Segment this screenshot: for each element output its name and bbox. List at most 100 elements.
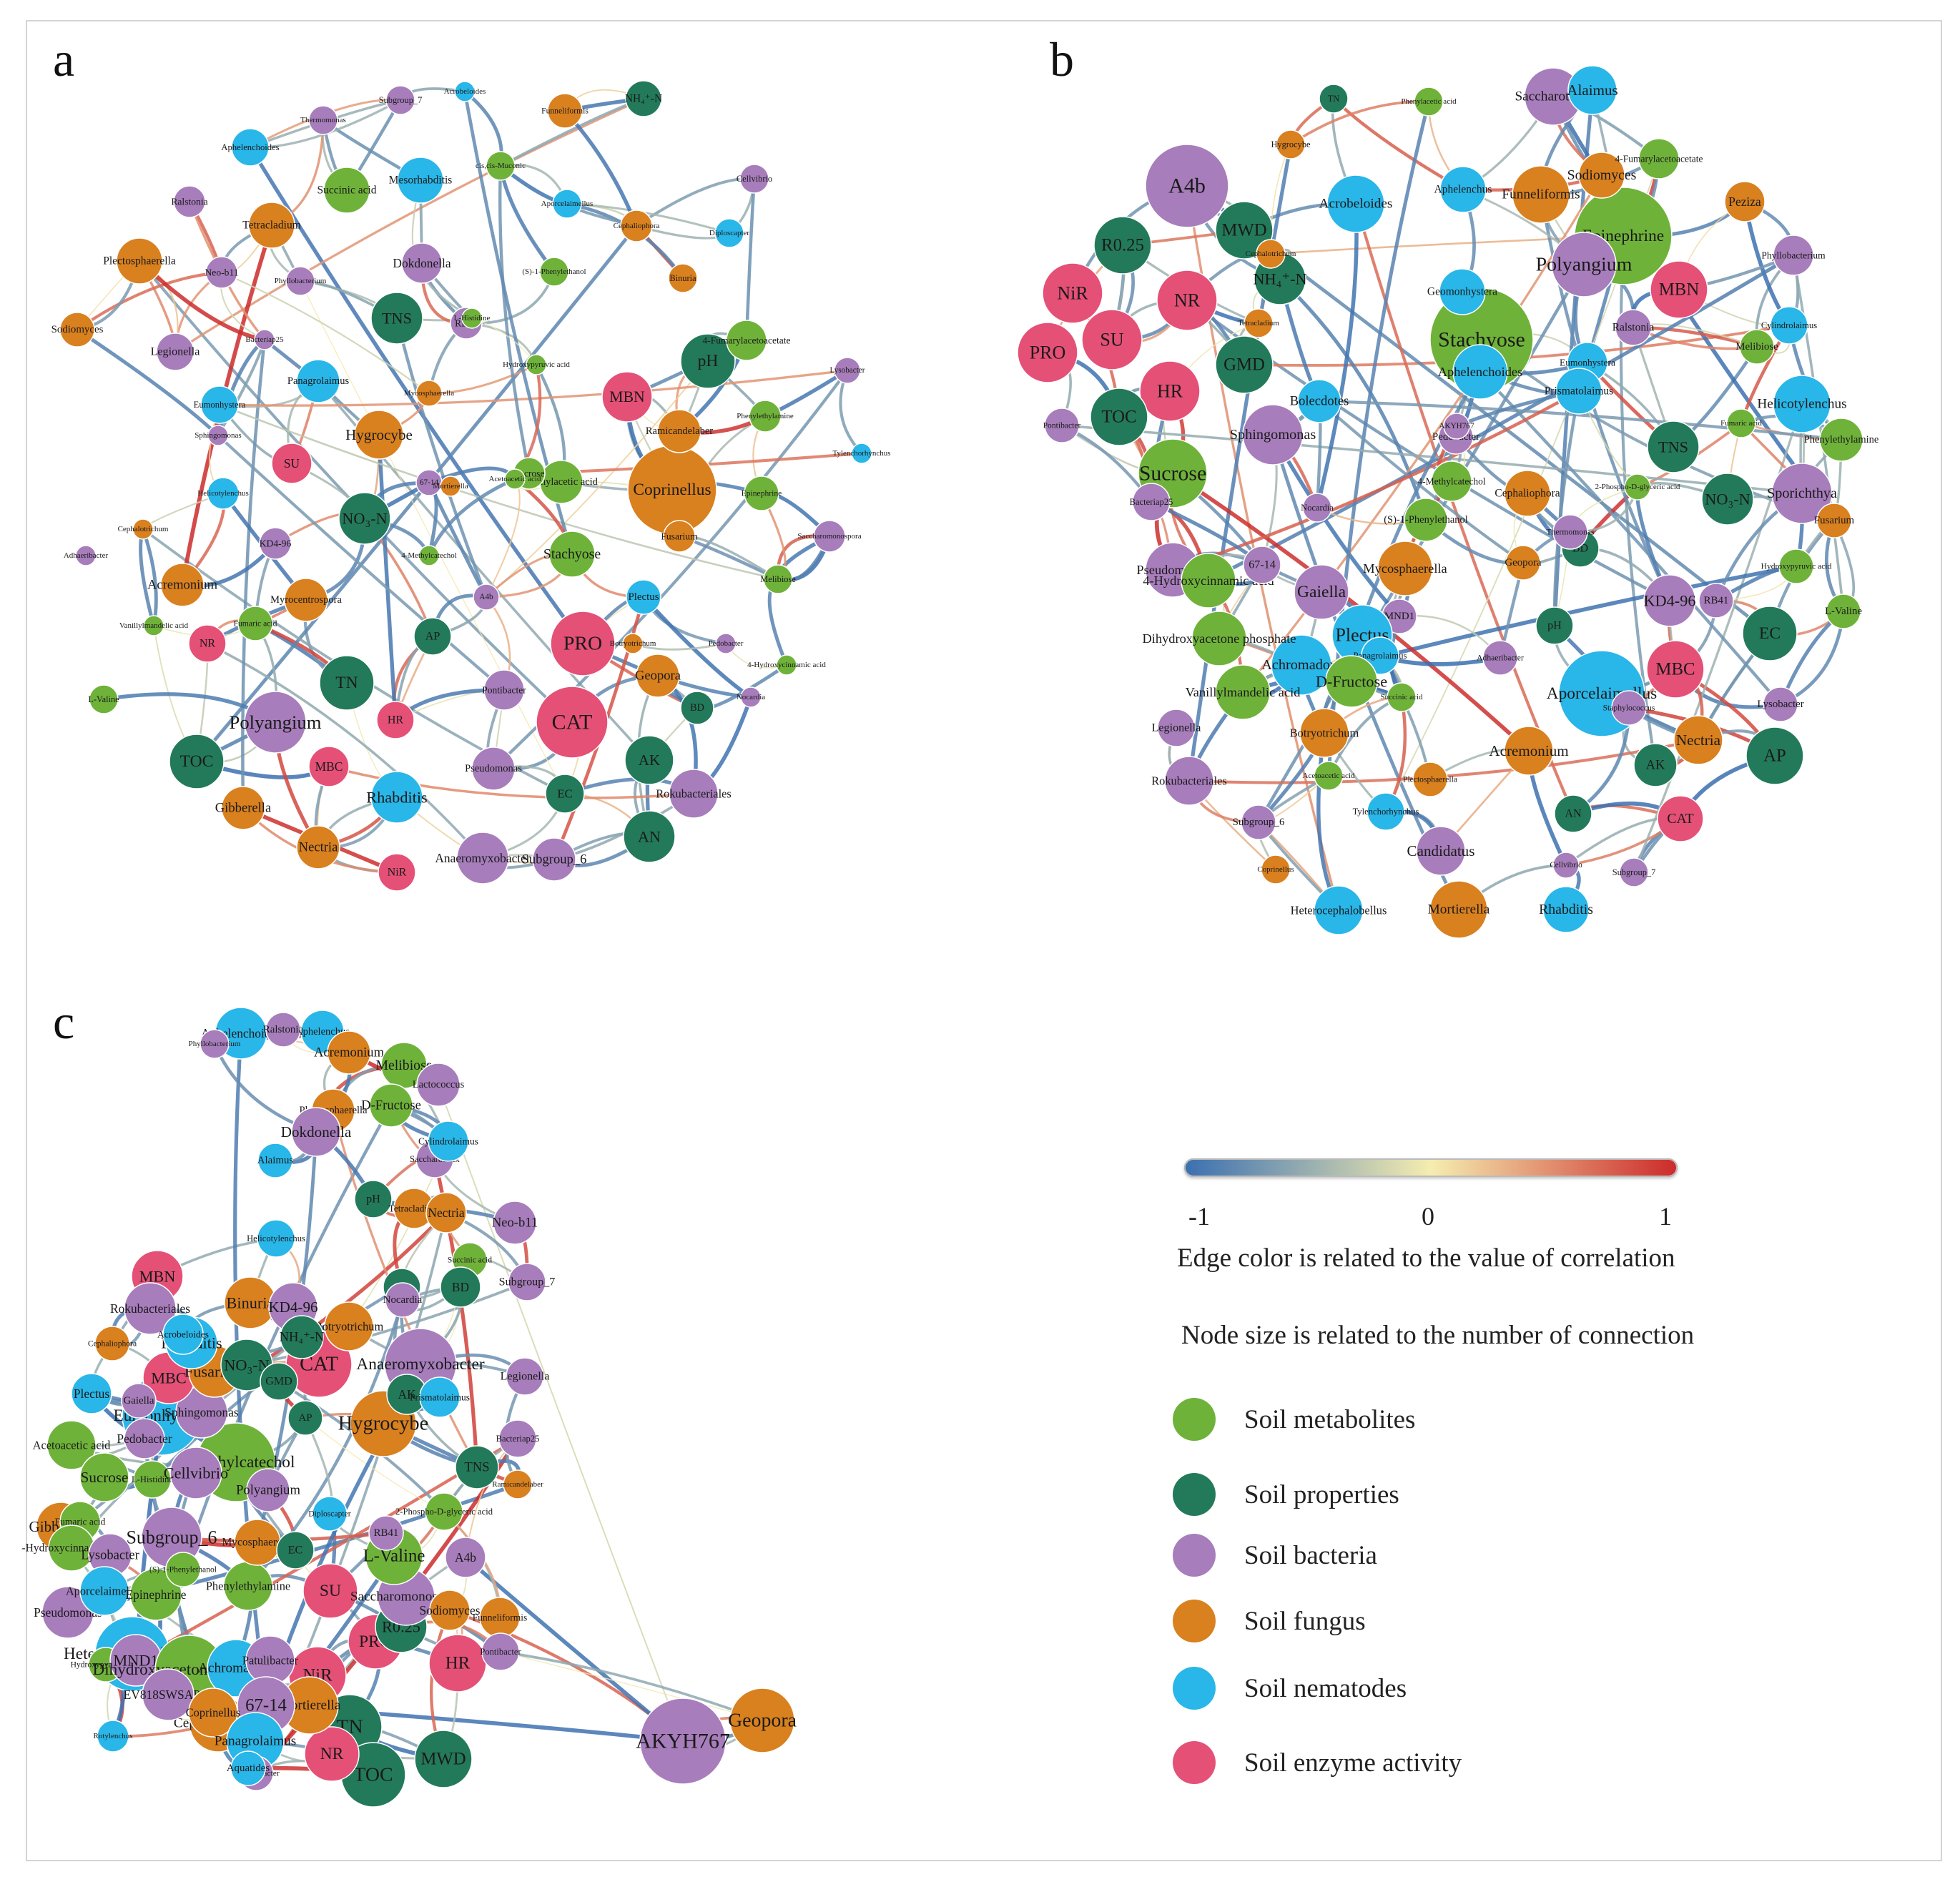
node-circle [1701, 473, 1754, 526]
node-label: Polyangium [236, 1483, 300, 1498]
node-circle [508, 1263, 546, 1301]
edge [500, 1651, 763, 1721]
edge [486, 360, 709, 598]
node-label: HR [1157, 381, 1183, 402]
node-circle [1624, 473, 1651, 501]
node-label: KD4-96 [260, 538, 292, 549]
node-circle [1439, 268, 1486, 315]
legend-item-label: Soil fungus [1244, 1606, 1366, 1636]
node-circle [1726, 408, 1756, 438]
node-cylindrolaimus: Cylindrolaimus [418, 1120, 478, 1162]
node-label: Coprinellus [1257, 865, 1294, 874]
correlation-colorbar [1184, 1158, 1678, 1177]
node-label: NO₃-N [1705, 491, 1750, 508]
edge [248, 146, 585, 645]
node-label: 4-Methylcatechol [401, 551, 457, 560]
node-label: BD [690, 702, 704, 714]
node-label: 4-Hydroxycinnamic acid [1143, 573, 1274, 588]
node-circle [116, 237, 163, 285]
node-label: SU [320, 1582, 341, 1600]
node-hydroxypyruvic-acid: Hydroxypyruvic acid [1761, 548, 1832, 584]
node-s-1-phenylethanol: (S)-1-Phenylethanol [1384, 498, 1468, 542]
node-label: Botryotrichum [610, 639, 656, 648]
node-2-phospho-d-glyceric-acid: 2-Phospho-D-glyceric acid [395, 1492, 493, 1531]
node-circle [532, 837, 576, 882]
node-label: TNS [1658, 438, 1688, 456]
edge [486, 478, 521, 598]
node-circle [624, 735, 674, 785]
node-label: Phyllobacterium [1761, 250, 1826, 261]
node-circle [1773, 375, 1831, 433]
node-circle [550, 611, 616, 676]
node-phenylethylamine: Phenylethylamine [206, 1561, 290, 1611]
node-plectosphaerella: Plectosphaerella [103, 237, 176, 285]
node-label: Polyangium [230, 711, 322, 733]
node-circle [1377, 541, 1433, 596]
node-circle [368, 1515, 404, 1551]
node-legionella: Legionella [151, 332, 200, 371]
node-label: Pontibacter [482, 685, 526, 696]
node-diploscapter: Diploscapter [709, 218, 749, 248]
node-circle [1542, 886, 1590, 933]
node-label: Geopora [635, 669, 681, 684]
node-circle [776, 654, 797, 676]
node-label: Mycosphaerella [1363, 561, 1447, 576]
node-circle [461, 307, 483, 329]
edge [1319, 399, 1842, 442]
node-circle [296, 359, 340, 403]
node-label: Panagrolaimus [215, 1734, 297, 1749]
node-circle [1325, 655, 1378, 708]
node-label: L-Histidine [454, 314, 491, 322]
node-peziza: Peziza [1724, 181, 1766, 222]
node-label: Nectria [428, 1206, 464, 1220]
node-ralstonia: Ralstonia [263, 1012, 304, 1048]
node-circle [1698, 583, 1734, 619]
node-circle [503, 1469, 533, 1499]
node-label: Acetoacetic acid [33, 1439, 111, 1452]
node-label: RB41 [1704, 595, 1729, 606]
node-circle [1657, 795, 1704, 842]
node-circle [620, 210, 653, 242]
node-label: Hygrocybe [338, 1413, 429, 1435]
node-rhabditis: Rhabditis [1539, 886, 1593, 933]
node-circle [296, 825, 340, 869]
node-circle [483, 669, 525, 711]
node-circle [1164, 756, 1214, 806]
node-mortierella: Mortierella [433, 476, 468, 497]
node-achromadora: Achromadora [1261, 634, 1341, 696]
node-circle [378, 853, 416, 892]
node-circle [440, 1266, 481, 1308]
node-circle [207, 477, 240, 510]
node-label: Fumaric acid [1720, 419, 1762, 428]
node-label: Cellvibrio [1550, 861, 1582, 869]
node-ralstonia: Ralstonia [171, 185, 208, 218]
node-adhaeribacter: Adhaeribacter [1477, 640, 1524, 676]
node-circle [142, 1668, 194, 1721]
node-circle [143, 615, 164, 636]
node-label: Acremonium [1489, 742, 1569, 759]
node-cat: CAT [1657, 795, 1704, 842]
node-circle [173, 185, 206, 218]
node-tetracladium: Tetracladium [1238, 308, 1279, 338]
node-rokubacteriales: Rokubacteriales [110, 1282, 190, 1335]
node-label: A4b [479, 593, 493, 601]
node-coprinellus: Coprinellus [1257, 854, 1294, 885]
node-ak: AK [1633, 743, 1678, 787]
node-label: Nocardia [737, 693, 765, 701]
node-no-n: NO₃-N [220, 1339, 273, 1391]
edge [1479, 370, 1782, 706]
node-geopora: Geopora [1505, 545, 1542, 581]
node-label: Phenylacetic acid [1401, 97, 1457, 106]
node-label: Geopora [1505, 557, 1542, 568]
node-succinic-acid: Succinic acid [1381, 682, 1423, 712]
node-a4b: A4b [1145, 144, 1229, 228]
node-circle [413, 617, 452, 656]
edge [1271, 433, 1402, 618]
node-label: Stachyose [543, 546, 601, 562]
node-circle [401, 242, 443, 284]
node-label: Fusarium [661, 531, 698, 542]
node-circle [1261, 854, 1291, 885]
node-label: Legionella [501, 1371, 550, 1383]
node-label: MND1 [1384, 611, 1414, 622]
node-pontibacter: Pontibacter [480, 1632, 521, 1671]
